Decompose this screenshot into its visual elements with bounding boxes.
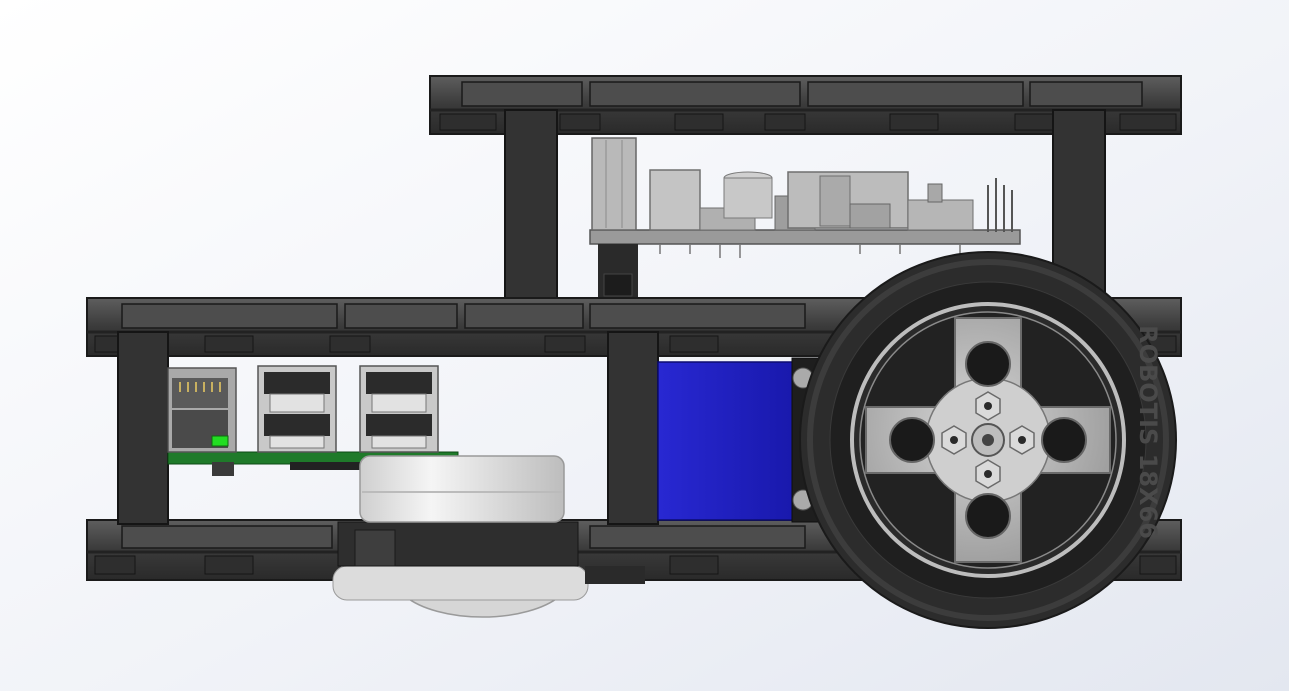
wheel-label: ROBOTIS 18X66 [1134,325,1162,539]
standoff [607,331,659,525]
control-board [589,137,1021,300]
standoff [504,109,558,301]
ball-caster [332,455,645,618]
wheel: ROBOTIS 18X66 [799,251,1177,629]
top-plate [429,75,1182,135]
standoff [117,331,169,525]
